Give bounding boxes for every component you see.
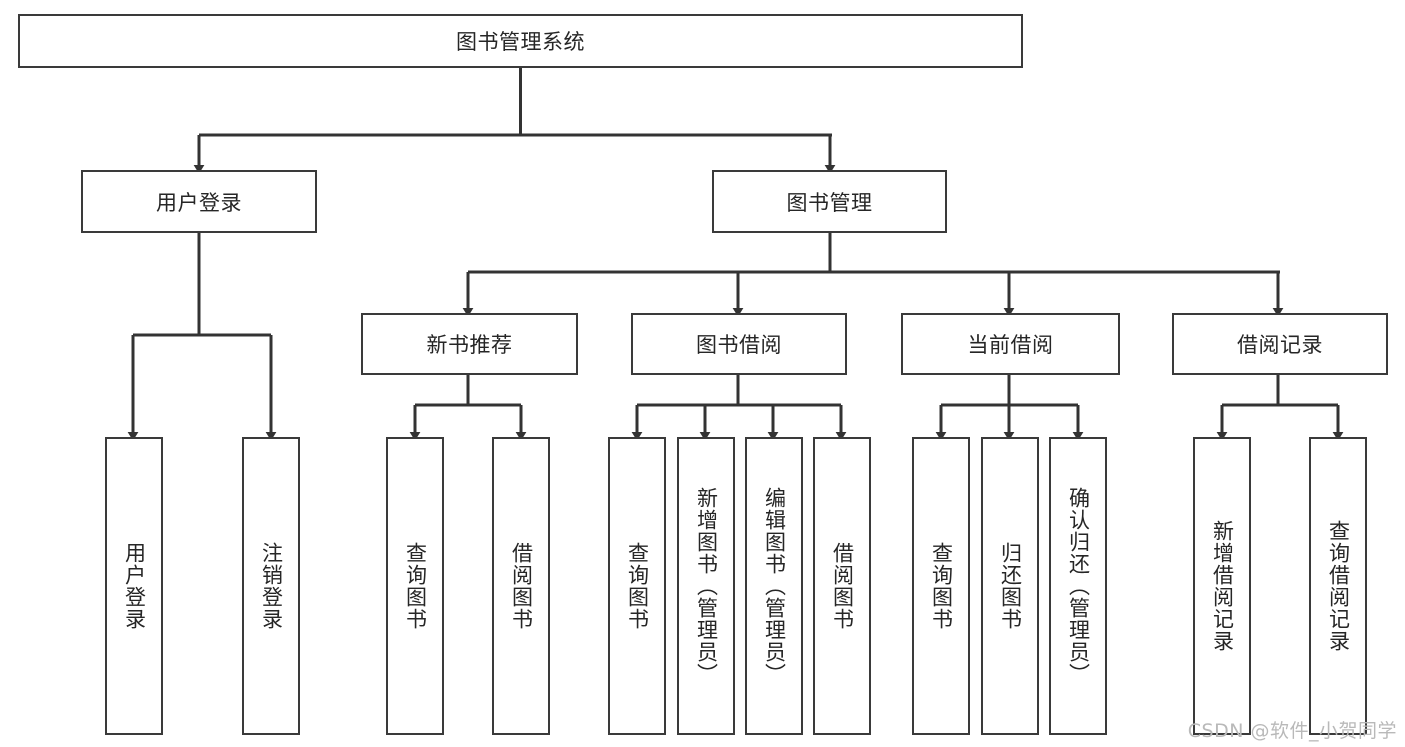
- node-leaf-borrow-book-newbook-label: 借阅图书: [509, 542, 534, 630]
- node-root-label: 图书管理系统: [456, 30, 585, 54]
- node-borrow-records[interactable]: 借阅记录: [1172, 313, 1388, 375]
- node-current-borrow-label: 当前借阅: [967, 333, 1054, 357]
- node-leaf-query-book-newbook[interactable]: 查询图书: [386, 437, 444, 735]
- node-leaf-query-book-current-label: 查询图书: [929, 542, 954, 630]
- node-leaf-edit-book-admin-label: 编辑图书（管理员）: [762, 487, 787, 685]
- node-leaf-return-book-label: 归还图书: [998, 542, 1023, 630]
- node-leaf-query-borrow-record[interactable]: 查询借阅记录: [1309, 437, 1367, 735]
- node-leaf-logout[interactable]: 注销登录: [242, 437, 300, 735]
- node-new-book-recommend[interactable]: 新书推荐: [361, 313, 578, 375]
- node-leaf-add-book-admin[interactable]: 新增图书（管理员）: [677, 437, 735, 735]
- node-book-borrow-label: 图书借阅: [696, 333, 782, 357]
- node-leaf-query-book-newbook-label: 查询图书: [403, 542, 428, 630]
- node-leaf-query-book-current[interactable]: 查询图书: [912, 437, 970, 735]
- node-book-borrow[interactable]: 图书借阅: [631, 313, 847, 375]
- node-borrow-records-label: 借阅记录: [1237, 333, 1323, 357]
- node-current-borrow[interactable]: 当前借阅: [901, 313, 1120, 375]
- node-leaf-add-borrow-record-label: 新增借阅记录: [1210, 520, 1235, 652]
- node-leaf-user-login-label: 用户登录: [122, 542, 147, 630]
- node-leaf-logout-label: 注销登录: [259, 542, 284, 630]
- node-leaf-confirm-return-admin[interactable]: 确认归还（管理员）: [1049, 437, 1107, 735]
- node-new-book-recommend-label: 新书推荐: [426, 333, 513, 357]
- node-leaf-confirm-return-admin-label: 确认归还（管理员）: [1066, 487, 1091, 685]
- node-user-login[interactable]: 用户登录: [81, 170, 317, 233]
- node-leaf-edit-book-admin[interactable]: 编辑图书（管理员）: [745, 437, 803, 735]
- node-leaf-borrow-book[interactable]: 借阅图书: [813, 437, 871, 735]
- node-leaf-borrow-book-newbook[interactable]: 借阅图书: [492, 437, 550, 735]
- node-leaf-query-borrow-record-label: 查询借阅记录: [1326, 520, 1351, 652]
- watermark: CSDN @软件_小贺同学: [1187, 720, 1397, 742]
- node-leaf-add-borrow-record[interactable]: 新增借阅记录: [1193, 437, 1251, 735]
- node-book-management-label: 图书管理: [786, 190, 873, 215]
- node-user-login-label: 用户登录: [156, 190, 242, 215]
- node-leaf-user-login[interactable]: 用户登录: [105, 437, 163, 735]
- node-leaf-query-book-borrow[interactable]: 查询图书: [608, 437, 666, 735]
- node-leaf-return-book[interactable]: 归还图书: [981, 437, 1039, 735]
- node-root[interactable]: 图书管理系统: [18, 14, 1023, 68]
- node-book-management[interactable]: 图书管理: [712, 170, 947, 233]
- node-leaf-query-book-borrow-label: 查询图书: [625, 542, 650, 630]
- node-leaf-borrow-book-label: 借阅图书: [830, 542, 855, 630]
- node-leaf-add-book-admin-label: 新增图书（管理员）: [694, 487, 719, 685]
